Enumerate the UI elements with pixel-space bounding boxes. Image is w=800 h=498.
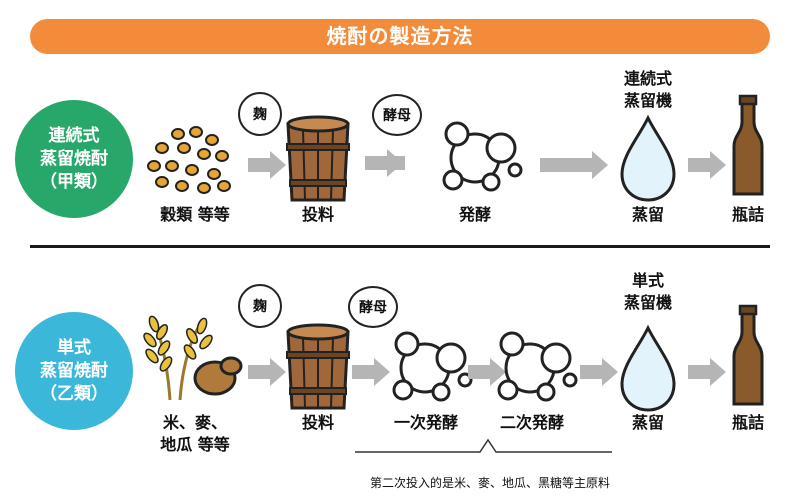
yeast-bubble-2: 酵母: [348, 286, 398, 328]
koji-bubble-2: 麹: [238, 284, 282, 328]
step-ferment2-label: 二次発酵: [499, 413, 564, 432]
bottle-icon: [732, 94, 764, 196]
step-distill-label-2: 蒸留: [631, 413, 664, 432]
barrel-icon-2: [285, 323, 351, 410]
step-distill-label: 蒸留: [631, 205, 664, 224]
arrow-2b: [352, 358, 390, 386]
arrow-1c: [570, 151, 608, 179]
arrow-1d: [688, 151, 726, 179]
rice-plant-icon: [143, 315, 213, 401]
still-label-2: 単式 蒸留機: [623, 271, 672, 312]
arrow-1a: [248, 151, 286, 179]
arrow-2a: [248, 358, 286, 386]
barrel-icon: [285, 115, 351, 202]
arrow-2d: [580, 358, 618, 386]
arrow-2e: [688, 358, 726, 386]
ferment-bubbles-icon-2: [497, 331, 578, 402]
second-ferment-note: 第二次投入的是米、麥、地瓜、黑糖等主原料: [369, 476, 610, 490]
ferment-bubbles-icon-1: [392, 331, 473, 402]
title-banner: 焼酎の製造方法: [30, 19, 770, 54]
grain-pile: [147, 126, 231, 194]
second-ferment-bracket: [355, 438, 612, 453]
step-mash-label-2: 投料: [301, 413, 334, 432]
category-continuous-shochu: 連続式 蒸留焼酎 （甲類）: [15, 100, 133, 218]
droplet-icon: [620, 116, 676, 202]
raw-label-2: 米、麥、 地瓜 等等: [160, 413, 230, 454]
yeast-bubble: 酵母: [372, 94, 422, 136]
koji-bubble: 麹: [238, 92, 282, 136]
category-single-shochu: 単式 蒸留焼酎 （乙類）: [15, 312, 133, 430]
still-label: 連続式 蒸留機: [623, 69, 672, 110]
droplet-icon-2: [620, 326, 676, 412]
step-bottle-label: 瓶詰: [731, 205, 764, 224]
step-mash-label: 投料: [301, 205, 334, 224]
step-bottle-label-2: 瓶詰: [731, 413, 764, 432]
bottle-icon-2: [732, 304, 764, 406]
step-ferment1-label: 一次発酵: [393, 413, 458, 432]
arrow-2c: [468, 358, 506, 386]
sweet-potato-icon: [193, 356, 243, 396]
step-ferment-label: 発酵: [458, 205, 491, 224]
ferment-bubbles-icon: [442, 121, 523, 192]
row-divider: [30, 245, 770, 248]
raw-label: 穀類 等等: [160, 205, 230, 224]
